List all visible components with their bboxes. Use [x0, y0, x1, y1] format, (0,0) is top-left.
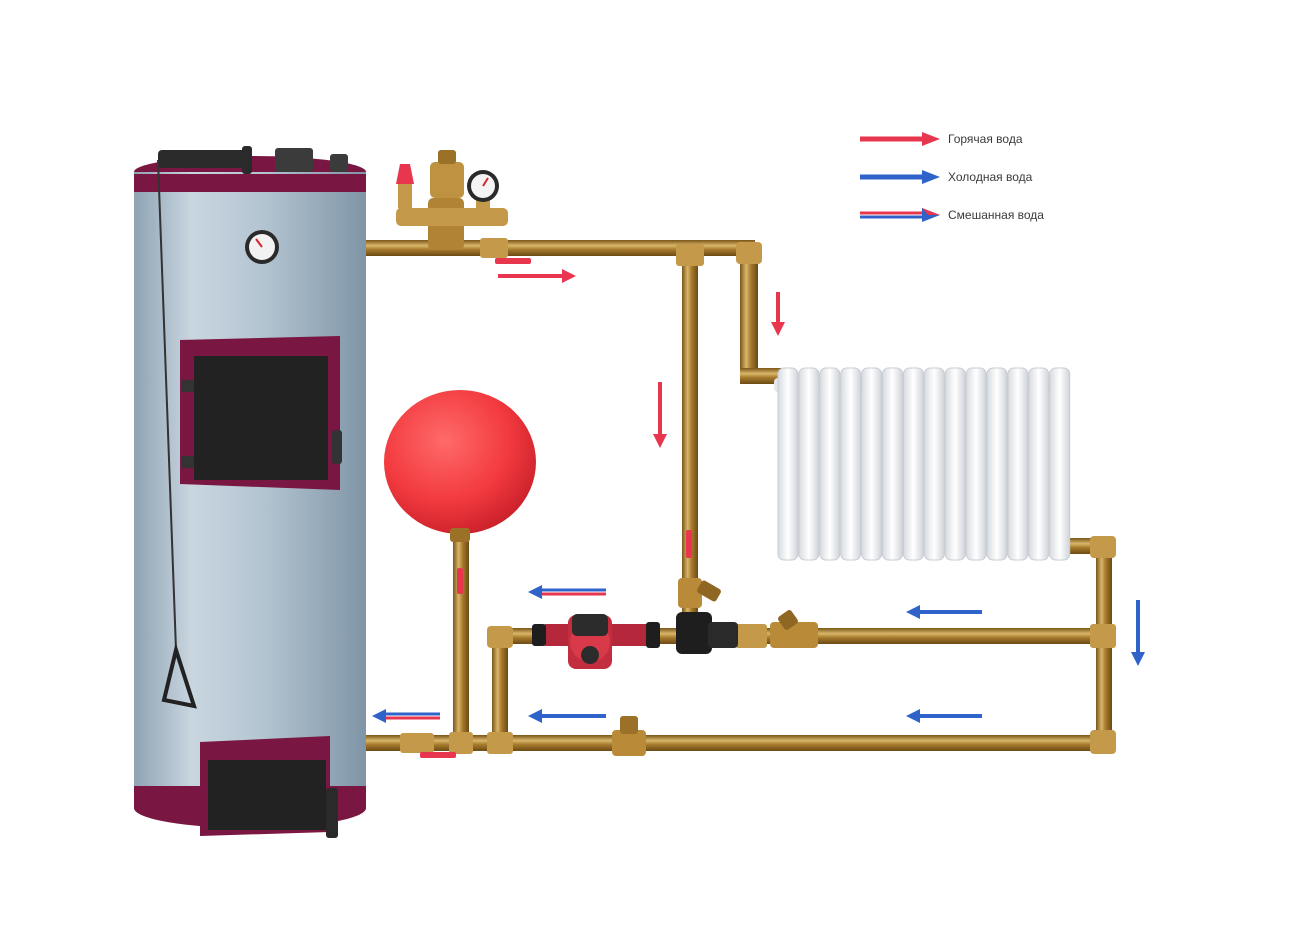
radiator-section: [798, 367, 820, 561]
bypass-pipe-vertical: [682, 248, 698, 628]
legend-item-hot-water: Горячая вода: [858, 128, 1118, 166]
radiator-section: [986, 367, 1008, 561]
circulation-pump: [532, 614, 660, 669]
cold-water-arrow: [906, 709, 982, 723]
radiator-section: [902, 367, 924, 561]
fitting: [449, 732, 473, 754]
fitting: [487, 732, 513, 754]
mixed-water-arrow: [372, 709, 440, 723]
draft-chain: [157, 159, 177, 651]
radiator-section: [819, 367, 841, 561]
legend-item-cold-water: Холодная вода: [858, 166, 1118, 204]
hot-water-arrow-icon: [860, 132, 940, 146]
radiator-section: [965, 367, 987, 561]
radiator-section: [861, 367, 883, 561]
radiator-section: [944, 367, 966, 561]
legend-label: Горячая вода: [948, 132, 1023, 146]
return-line-horizontal: [365, 735, 1110, 751]
fitting: [676, 244, 704, 266]
flow-arrows: [372, 269, 1145, 723]
boiler-lower-door: [200, 736, 338, 838]
pressure-gauge: [467, 170, 499, 202]
radiator-section: [882, 367, 903, 561]
radiator-section: [1007, 367, 1029, 561]
legend-label: Холодная вода: [948, 170, 1033, 184]
draft-handle: [161, 642, 197, 709]
legend: Горячая вода Холодная вода Смешанная вод…: [858, 128, 1118, 242]
fitting: [487, 626, 513, 648]
hot-water-arrow: [771, 292, 785, 336]
safety-group: [396, 150, 508, 250]
fitting: [1090, 536, 1116, 558]
bypass-filter: [678, 578, 721, 608]
cold-water-arrow: [528, 709, 606, 723]
cold-water-arrow: [1131, 600, 1145, 666]
mixed-water-arrow-icon: [860, 208, 940, 222]
three-way-valve: [676, 612, 738, 654]
radiator-section: [1028, 367, 1050, 561]
fitting: [1090, 624, 1116, 648]
boiler-upper-door: [180, 336, 342, 490]
fitting: [480, 238, 508, 258]
expansion-tank: [384, 390, 536, 542]
legend-item-mixed-water: Смешанная вода: [858, 204, 1118, 242]
radiator-section: [923, 367, 945, 561]
valve-handle: [495, 258, 531, 264]
radiator-section: [777, 367, 799, 561]
cold-water-arrow-icon: [860, 170, 940, 184]
mixed-water-arrow: [528, 585, 606, 599]
fitting: [1090, 730, 1116, 754]
legend-label: Смешанная вода: [948, 208, 1044, 222]
hot-water-arrow: [653, 382, 667, 448]
radiator: [774, 367, 1071, 561]
fitting: [736, 242, 762, 264]
radiator-supply-drop: [740, 248, 758, 383]
pump-loop-vertical: [492, 632, 508, 744]
filter: [770, 610, 818, 648]
valve-handle: [420, 752, 456, 758]
boiler: [134, 146, 366, 838]
radiator-supply-elbow: [740, 368, 782, 384]
valve-handle: [457, 568, 463, 594]
radiator-section: [840, 367, 862, 561]
cold-water-arrow: [906, 605, 982, 619]
hot-water-arrow: [498, 269, 576, 283]
return-tee: [612, 716, 646, 756]
fitting: [735, 624, 767, 648]
radiator-section: [1049, 367, 1071, 561]
fitting: [400, 733, 434, 753]
tank-feed-pipe: [453, 528, 469, 743]
boiler-thermometer: [245, 230, 279, 264]
valve-handle: [686, 530, 692, 558]
